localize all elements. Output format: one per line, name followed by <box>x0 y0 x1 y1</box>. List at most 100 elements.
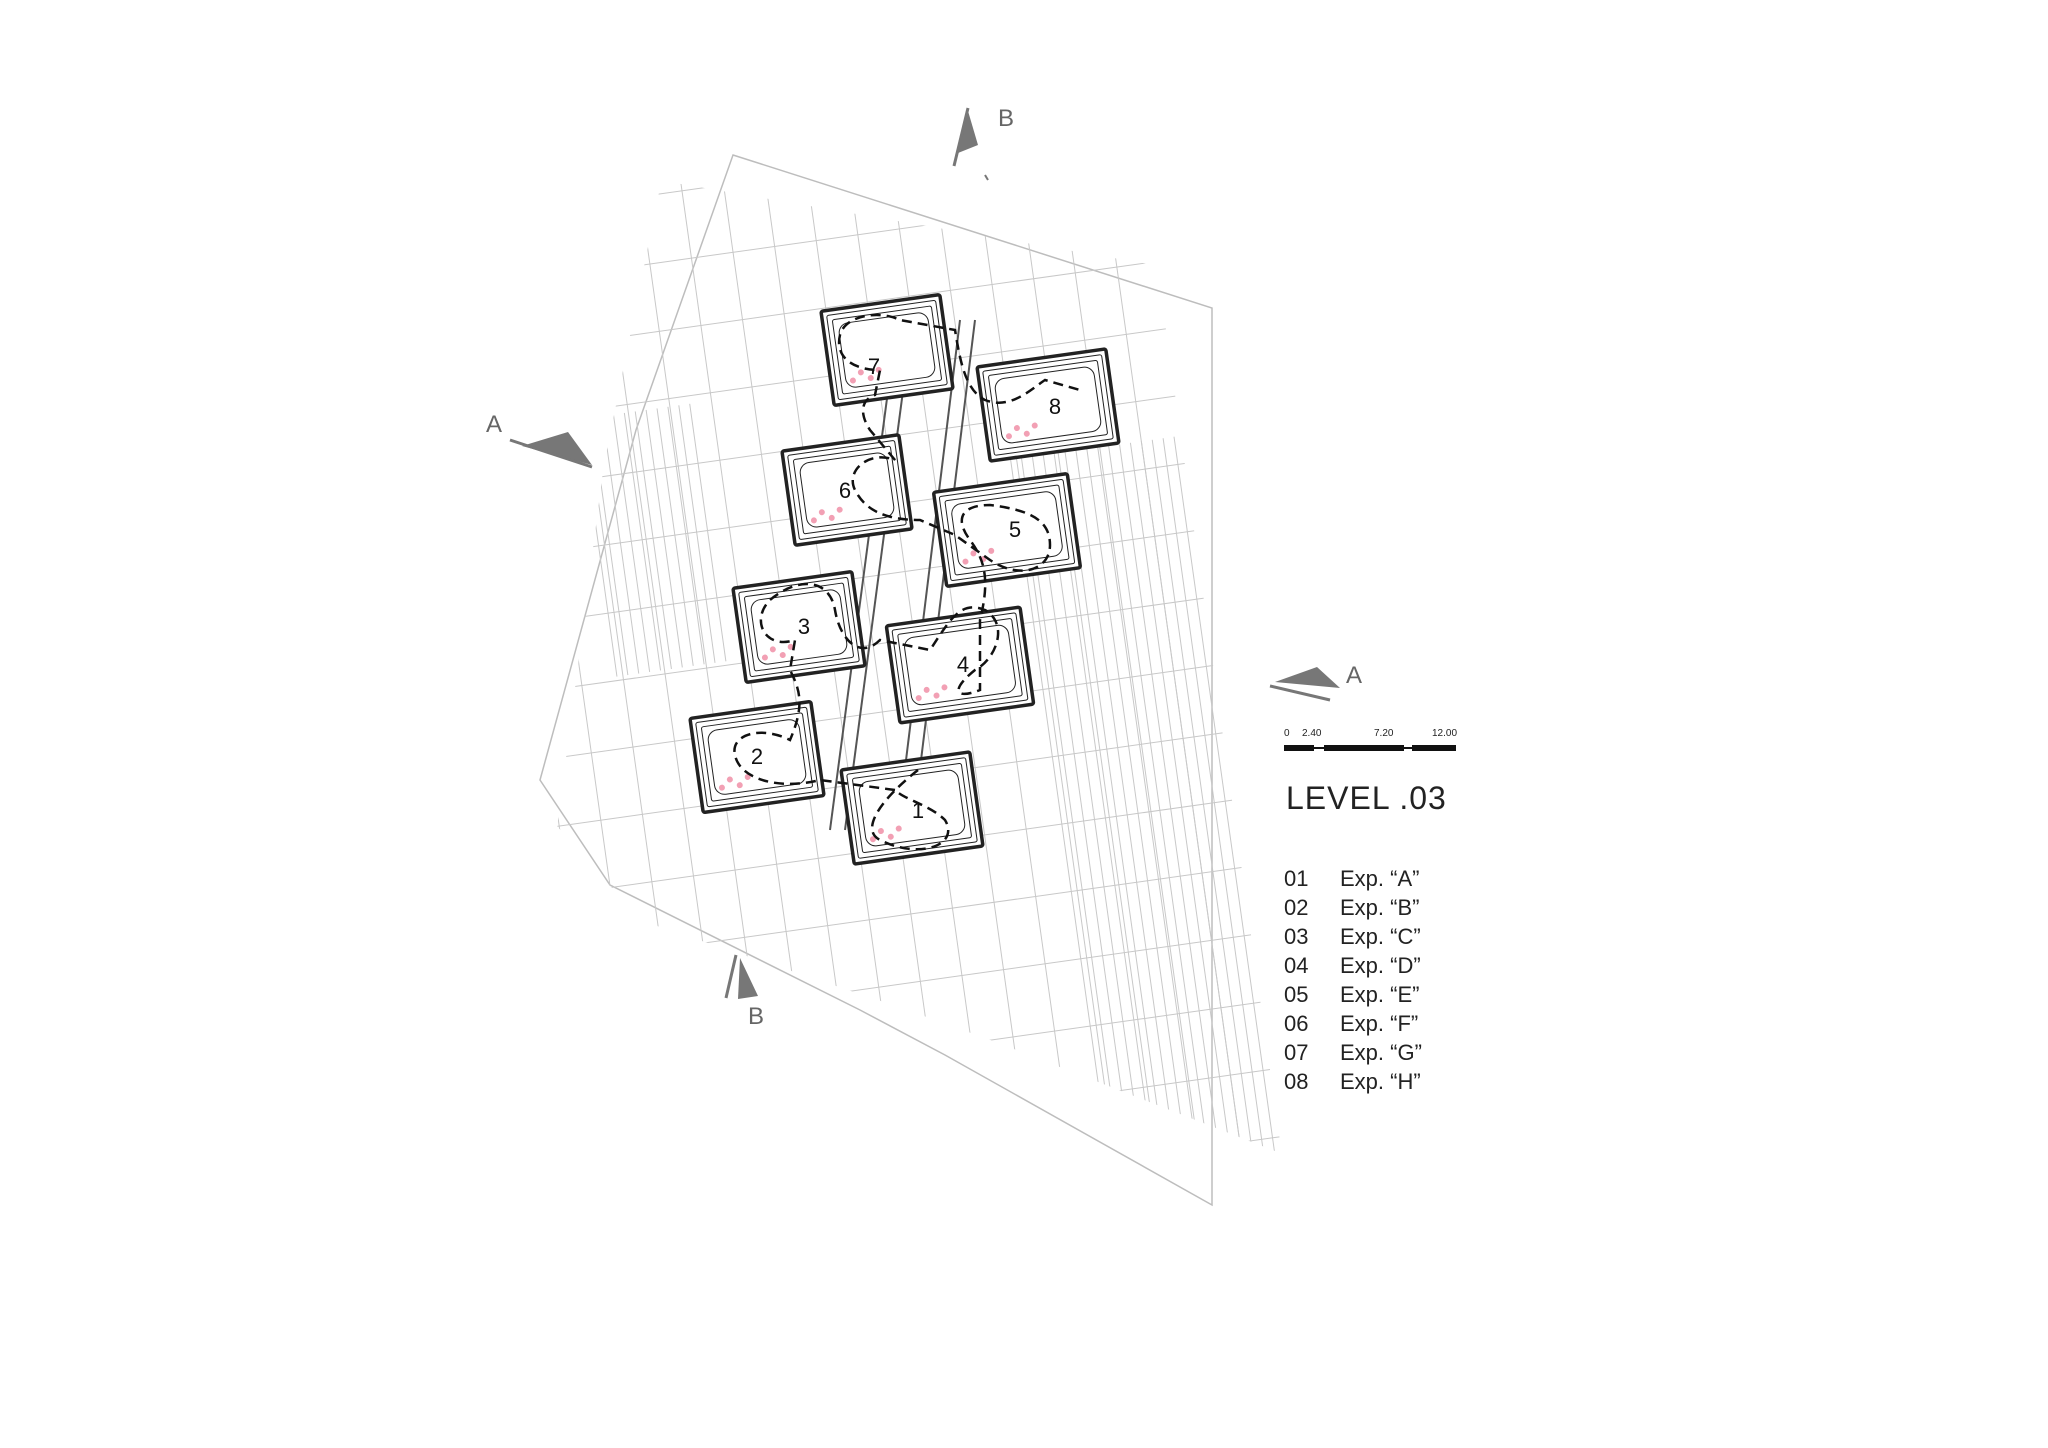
grid-line <box>667 406 705 665</box>
legend-label: Exp. “B” <box>1340 895 1420 920</box>
grid-line <box>1053 453 1164 1227</box>
section-label-a: A <box>1346 662 1362 689</box>
exhibit-marker <box>915 695 922 702</box>
room-number: 6 <box>839 478 851 503</box>
exhibit-marker <box>828 514 835 521</box>
section-label-a: A <box>486 411 502 438</box>
legend-number: 04 <box>1284 953 1309 978</box>
room-wall <box>897 618 1023 712</box>
legend-number: 07 <box>1284 1040 1309 1065</box>
grid-line <box>634 411 672 669</box>
grid-line <box>602 415 640 674</box>
exhibit-marker <box>810 517 817 524</box>
room-wall <box>858 769 966 847</box>
grid-line <box>1140 441 1251 1214</box>
grid-line <box>689 403 727 662</box>
legend-item: 08 Exp. “H” <box>1284 1067 1422 1096</box>
room-wall <box>951 491 1063 569</box>
grid-line <box>1129 442 1240 1216</box>
exhibit-marker <box>1031 422 1038 429</box>
grid-line <box>583 1191 1282 1248</box>
section-arrow-icon <box>522 432 592 465</box>
room-wall <box>932 472 1082 588</box>
scale-segment <box>1284 745 1314 751</box>
section-label-b: B <box>998 105 1014 132</box>
legend-number: 02 <box>1284 895 1309 920</box>
room-wall <box>707 719 807 795</box>
exhibition-room: 4 <box>884 605 1036 725</box>
room-wall <box>832 305 942 395</box>
grid-line <box>1075 450 1186 1223</box>
legend-label: Exp. “A” <box>1340 866 1420 891</box>
grid-line <box>470 113 1216 160</box>
room-wall <box>852 762 972 854</box>
grid-line <box>612 414 651 673</box>
grid-line <box>574 1124 1282 1237</box>
room-number: 2 <box>751 744 763 769</box>
room-wall <box>744 582 854 672</box>
legend-label: Exp. “E” <box>1340 982 1420 1007</box>
exhibit-marker <box>726 776 733 783</box>
section-mark-a-east: A <box>1269 662 1362 702</box>
exhibit-marker <box>867 375 874 382</box>
room-wall <box>826 300 948 400</box>
room-number: 7 <box>868 354 880 379</box>
section-label-b: B <box>748 1003 764 1030</box>
exhibit-marker <box>1023 430 1030 437</box>
grid-line <box>1046 113 1209 1220</box>
exhibit-marker <box>761 654 768 661</box>
room-wall <box>738 577 860 677</box>
grid-line <box>1162 438 1273 1211</box>
exhibit-marker <box>970 550 977 557</box>
room-number: 3 <box>798 614 810 639</box>
grid-line <box>1004 113 1168 1226</box>
room-wall <box>787 440 907 540</box>
legend-label: Exp. “H” <box>1340 1069 1421 1094</box>
legend-item: 06 Exp. “F” <box>1284 1009 1422 1038</box>
exhibit-marker <box>779 652 786 659</box>
legend-number: 06 <box>1284 1011 1309 1036</box>
exhibit-marker <box>836 506 843 513</box>
exhibition-room: 1 <box>839 750 985 866</box>
legend-label: Exp. “F” <box>1340 1011 1419 1036</box>
grid-line <box>645 409 683 668</box>
exhibit-marker <box>769 646 776 653</box>
section-arrow-icon <box>1275 667 1340 688</box>
exhibit-marker <box>933 692 940 699</box>
exhibit-marker <box>849 377 856 384</box>
legend-number: 08 <box>1284 1069 1309 1094</box>
exhibit-marker <box>941 684 948 691</box>
room-number: 8 <box>1049 394 1061 419</box>
grid-line <box>678 405 716 663</box>
grid-line <box>1151 439 1262 1213</box>
exhibit-marker <box>857 369 864 376</box>
room-wall <box>701 712 813 802</box>
room-wall <box>750 589 848 665</box>
circulation-path <box>733 313 1081 851</box>
legend-number: 03 <box>1284 924 1309 949</box>
scale-label: 7.20 <box>1374 728 1394 739</box>
legend-item: 03 Exp. “C” <box>1284 922 1422 951</box>
scale-label: 2.40 <box>1302 728 1322 739</box>
exhibit-marker <box>736 782 743 789</box>
exhibit-marker <box>1005 433 1012 440</box>
room-wall <box>904 624 1016 706</box>
exhibit-marker <box>887 833 894 840</box>
exhibit-marker <box>818 509 825 516</box>
legend-label: Exp. “C” <box>1340 924 1421 949</box>
grid-line <box>623 412 662 671</box>
exhibition-room: 2 <box>688 699 826 815</box>
grid-line <box>1086 448 1196 1222</box>
grid-line <box>489 518 1282 631</box>
exhibition-room: 5 <box>932 472 1082 588</box>
exhibit-marker <box>923 686 930 693</box>
room-wall <box>982 354 1114 456</box>
scale-label: 12.00 <box>1432 728 1458 739</box>
legend-number: 01 <box>1284 866 1309 891</box>
exhibit-marker <box>1013 425 1020 432</box>
exhibit-marker <box>718 784 725 791</box>
